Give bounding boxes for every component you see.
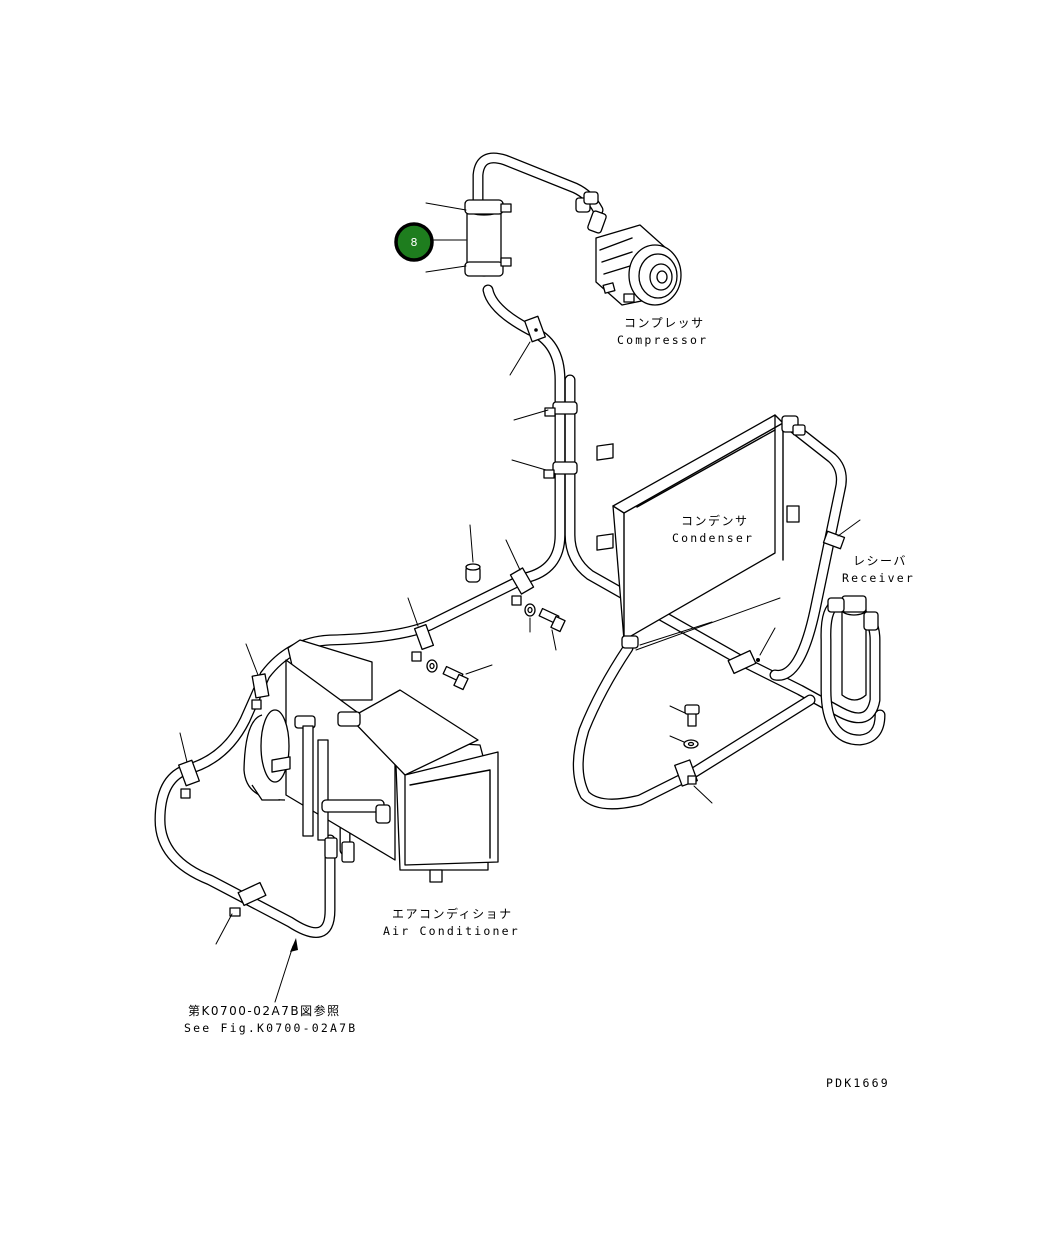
compressor-label-jp: コンプレッサ — [624, 316, 705, 330]
clamp — [727, 649, 760, 675]
leader-lines — [179, 202, 861, 945]
compressor — [575, 191, 682, 306]
aircon-label-en: Air Conditioner — [383, 924, 520, 938]
labels: コンプレッサ Compressor コンデンサ Condenser レシーバ R… — [184, 316, 915, 1090]
bolt — [684, 704, 700, 727]
clamp — [178, 759, 200, 799]
callout-8[interactable]: 8 — [394, 222, 434, 262]
clamp — [509, 567, 535, 606]
see-fig-label-en: See Fig.K0700-02A7B — [184, 1021, 357, 1035]
clamp — [543, 461, 578, 479]
condenser-label-en: Condenser — [672, 531, 754, 545]
callout-circle[interactable] — [394, 222, 434, 262]
callout-number: 8 — [411, 236, 418, 249]
receiver-label-jp: レシーバ — [853, 554, 907, 568]
hose-sleeve — [464, 199, 512, 277]
bolt — [442, 665, 469, 691]
bolt — [538, 607, 566, 633]
aircon-label-jp: エアコンディショナ — [392, 906, 513, 921]
clamp — [544, 401, 578, 417]
spacer — [465, 563, 481, 583]
clamp — [411, 623, 435, 662]
condenser — [596, 414, 806, 649]
washer — [524, 603, 536, 617]
washer — [683, 739, 699, 749]
receiver — [827, 595, 879, 701]
air-conditioner-unit — [243, 639, 499, 883]
reference-arrow — [274, 938, 298, 1003]
see-fig-label-jp: 第K0700-02A7B図参照 — [188, 1003, 341, 1018]
clamp — [229, 881, 267, 917]
washer — [426, 659, 438, 673]
clamp — [251, 673, 270, 710]
drawing-code: PDK1669 — [826, 1076, 890, 1090]
condenser-label-jp: コンデンサ — [681, 513, 749, 528]
clamp — [524, 315, 546, 343]
compressor-label-en: Compressor — [617, 333, 708, 347]
clamp — [674, 759, 698, 787]
hardware — [426, 563, 700, 749]
clamp-group — [178, 315, 846, 917]
receiver-label-en: Receiver — [842, 571, 915, 585]
